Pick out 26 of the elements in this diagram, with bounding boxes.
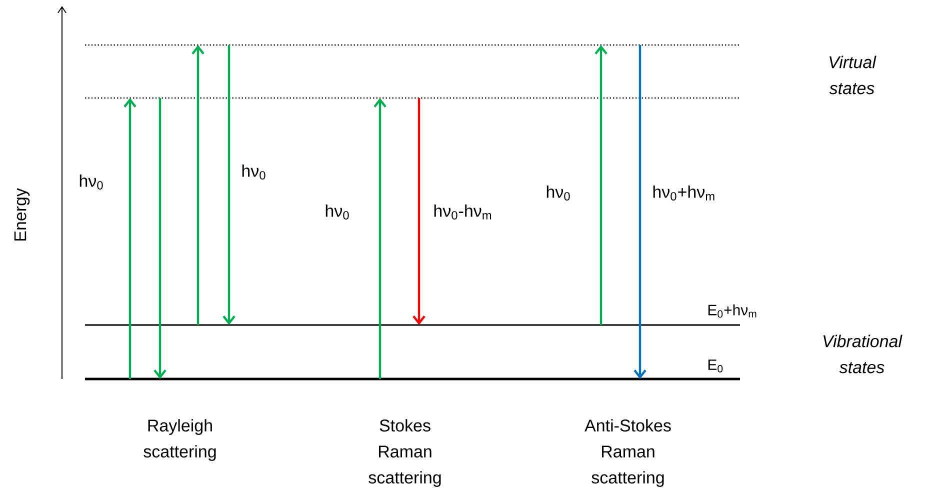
arrow [594,45,608,325]
level-label: E$_{0}$+hν$_{m}$ [708,304,756,318]
dotted-level-line [84,44,741,46]
edge-label: hν$_{0}$ [544,184,572,202]
caption-text: Anti-Stokes Raman scattering [584,419,671,487]
edge-label: hν$_{0}$-hν$_{m}$ [432,204,494,221]
caption-text: Stokes Raman scattering [368,419,441,487]
arrow [374,98,386,379]
axis-label: Energy [14,188,30,241]
arrow [192,45,204,325]
arrow [222,45,236,325]
level-label: E$_{0}$ [708,360,723,372]
arrow [154,98,166,379]
edge-label: hν$_{0}$ [78,174,105,191]
arrow [412,98,426,325]
dotted-level-line [84,97,741,99]
arrow [124,98,136,379]
arrow [634,45,646,379]
level-line [84,378,742,380]
level-group-label: Virtual states [829,56,876,94]
edge-label: hν$_{0}$ [324,204,351,221]
caption-text: Rayleigh scattering [144,419,216,461]
level-group-label: Vibrational states [823,334,902,374]
edge-label: hν$_{0}$ [240,164,268,181]
level-line [84,324,741,326]
edge-label: hν$_{0}$+hν$_{m}$ [651,184,717,202]
